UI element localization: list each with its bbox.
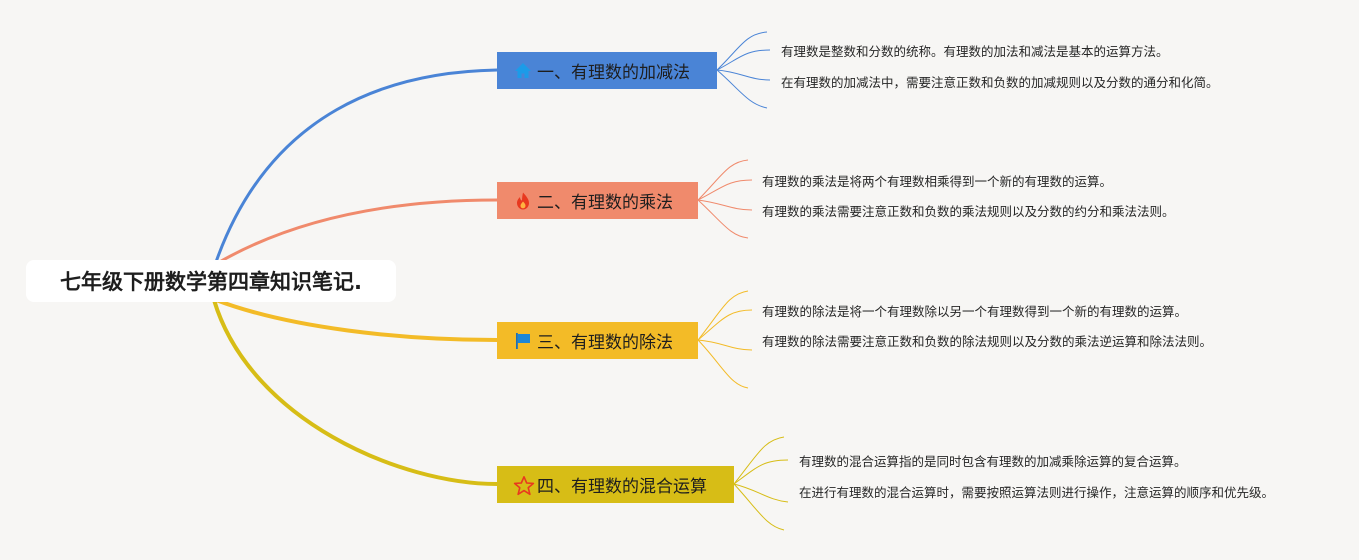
- note-3-1[interactable]: 有理数的除法是将一个有理数除以另一个有理数得到一个新的有理数的运算。: [762, 304, 1188, 319]
- fan-lines-branch-1: [716, 31, 771, 109]
- branch-topic-1-label: 一、有理数的加减法: [537, 63, 690, 83]
- note-2-1[interactable]: 有理数的乘法是将两个有理数相乘得到一个新的有理数的运算。: [762, 174, 1113, 189]
- fan-lines-branch-2: [697, 159, 753, 239]
- root-topic[interactable]: 七年级下册数学第四章知识笔记.: [26, 260, 396, 302]
- note-1-2[interactable]: 在有理数的加减法中，需要注意正数和负数的加减规则以及分数的通分和化简。: [781, 75, 1219, 90]
- connector-branch-3: [215, 298, 498, 342]
- flag-icon: [513, 331, 533, 351]
- star-icon: [513, 475, 535, 495]
- note-4-1[interactable]: 有理数的混合运算指的是同时包含有理数的加减乘除运算的复合运算。: [799, 454, 1187, 469]
- connector-branch-1: [214, 68, 498, 263]
- branch-topic-4-label: 四、有理数的混合运算: [537, 477, 707, 497]
- note-2-2[interactable]: 有理数的乘法需要注意正数和负数的乘法规则以及分数的约分和乘法法则。: [762, 204, 1175, 219]
- branch-topic-2-label: 二、有理数的乘法: [537, 193, 673, 213]
- note-3-2[interactable]: 有理数的除法需要注意正数和负数的除法规则以及分数的乘法逆运算和除法法则。: [762, 334, 1213, 349]
- note-4-2[interactable]: 在进行有理数的混合运算时，需要按照运算法则进行操作，注意运算的顺序和优先级。: [799, 485, 1275, 500]
- branch-topic-1[interactable]: 一、有理数的加减法: [497, 52, 717, 89]
- branch-topic-3[interactable]: 三、有理数的除法: [497, 322, 698, 359]
- branch-topic-2[interactable]: 二、有理数的乘法: [497, 182, 698, 219]
- house-icon: [513, 61, 533, 81]
- fire-icon: [513, 191, 533, 211]
- branch-topic-4[interactable]: 四、有理数的混合运算: [497, 466, 734, 503]
- fan-lines-branch-4: [733, 436, 789, 531]
- fan-lines-branch-3: [697, 290, 753, 389]
- note-1-1[interactable]: 有理数是整数和分数的统称。有理数的加法和减法是基本的运算方法。: [781, 44, 1169, 59]
- connector-branch-4: [212, 299, 498, 486]
- branch-topic-3-label: 三、有理数的除法: [537, 333, 673, 353]
- root-topic-title: 七年级下册数学第四章知识笔记.: [60, 270, 362, 294]
- connector-branch-2: [215, 198, 498, 266]
